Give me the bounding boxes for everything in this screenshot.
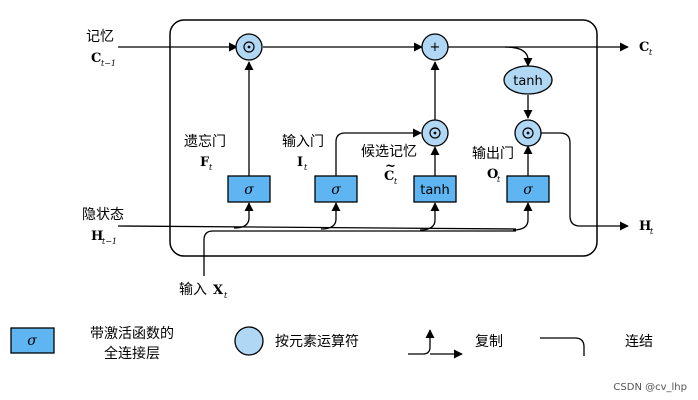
output-gate-label: 输出门 [472,146,514,162]
output-gate-symbol: O [487,167,498,182]
x-in-line [203,230,516,276]
hidden-in-subscript: t−1 [102,237,117,246]
legend-concat: 连结 [540,334,653,356]
watermark: CSDN @cv_lhp [613,382,687,393]
input-gate-box: σ [314,175,358,203]
memory-add-node: + [421,33,449,61]
legend-layer-line1: 带激活函数的 [90,325,174,342]
memory-to-tanh-line [504,46,533,67]
candidate-gate-tilde: ~ [385,159,396,174]
x-in-label: 输入 [179,282,207,298]
legend-layer: σ 带激活函数的 全连接层 [10,325,174,362]
output-gate-box: σ [506,175,550,203]
hidden-in-symbol: H [91,229,103,244]
forget-gate-symbol: F [200,155,210,170]
candidate-gate-symbol: C [384,169,394,184]
memory-in-label: 记忆 [86,29,114,45]
memory-in-subscript: t−1 [101,59,116,68]
legend-concat-label: 连结 [625,334,653,350]
x-in-symbol: X [213,283,224,298]
memory-out-subscript: t [649,48,653,57]
lstm-cell-box [169,19,598,257]
hidden-out-symbol: H [639,219,651,234]
forget-gate-label: 遗忘门 [184,134,226,150]
output-gate-subscript: t [497,175,501,184]
hidden-in-line [117,225,517,230]
x-in-subscript: t [224,291,228,300]
candidate-gate-op: tanh [420,183,450,198]
hidden-out-subscript: t [650,227,654,236]
tanh-node: tanh [503,65,553,95]
tanh-label: tanh [513,74,543,89]
legend-elementwise-label: 按元素运算符 [275,334,359,350]
forget-gate-op: σ [244,182,254,198]
legend-copy: 复制 [408,329,503,359]
branch-candidate [419,202,440,231]
input-gate-up-line [335,128,422,176]
legend-layer-line2: 全连接层 [104,345,160,362]
memory-out-symbol: C [639,40,649,55]
branch-forget [233,202,254,229]
forget-gate-box: σ [227,175,271,203]
candidate-gate-subscript: t [394,177,398,186]
branch-input [320,202,341,230]
memory-in-symbol: C [91,51,101,66]
input-gate-symbol: I [297,155,303,170]
output-gate-op: σ [523,182,533,198]
forget-multiply-node [235,33,263,61]
legend-layer-symbol: σ [27,333,37,349]
input-multiply-node [421,119,449,147]
forget-gate-subscript: t [209,163,213,172]
candidate-gate-label: 候选记忆 [361,144,417,160]
input-gate-subscript: t [304,163,308,172]
hidden-in-label: 隐状态 [82,207,124,223]
legend-copy-label: 复制 [475,333,503,350]
input-gate-label: 输入门 [282,134,324,150]
output-multiply-node [514,119,542,147]
branch-output [512,202,533,231]
legend-elementwise: 按元素运算符 [234,326,359,356]
add-symbol: + [430,40,441,55]
candidate-gate-box: tanh [413,175,457,203]
hidden-out-line [541,132,629,231]
input-gate-op: σ [331,182,341,198]
